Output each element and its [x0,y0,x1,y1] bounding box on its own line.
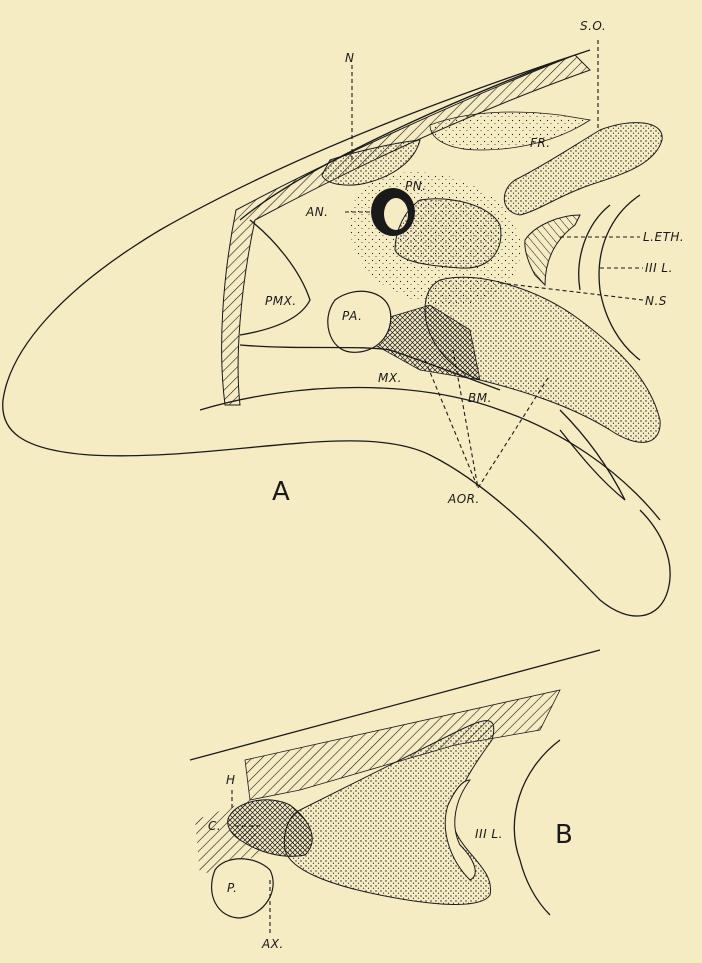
b-label-ax: AX. [261,937,284,951]
label-bm: BM. [468,391,492,405]
label-mx: MX. [378,371,402,385]
label-ns: N.S [645,294,667,308]
label-an: AN. [305,205,329,219]
orbit-arc-inner [579,205,610,290]
label-pmx: PMX. [265,294,297,308]
label-fr: FR. [530,136,551,150]
label-leth: L.ETH. [643,230,684,244]
label-pn: PN. [405,179,427,193]
b-label-p: P. [227,881,237,895]
frontal-region [430,112,590,150]
label-pa: PA. [342,309,362,323]
panel-letter-b: B [555,820,573,850]
b-label-iiil: III L. [475,827,503,841]
b-palatine [212,859,274,918]
b-orbit-arc [514,740,560,915]
ethmoid-ridge [525,215,580,285]
label-n: N [345,51,354,65]
orbit-arc-outer [599,195,640,360]
figure-b: H C. III L. P. AX. B [190,650,600,951]
b-label-c: C. [208,819,221,833]
label-aor: AOR. [447,492,480,506]
b-label-h: H [226,773,236,787]
label-so: S.O. [580,19,606,33]
figure-a: N S.O. FR. PN. AN. L.ETH. III L. N.S PMX… [3,19,685,616]
label-iiil-a: III L. [645,261,673,275]
panel-letter-a: A [272,477,290,507]
